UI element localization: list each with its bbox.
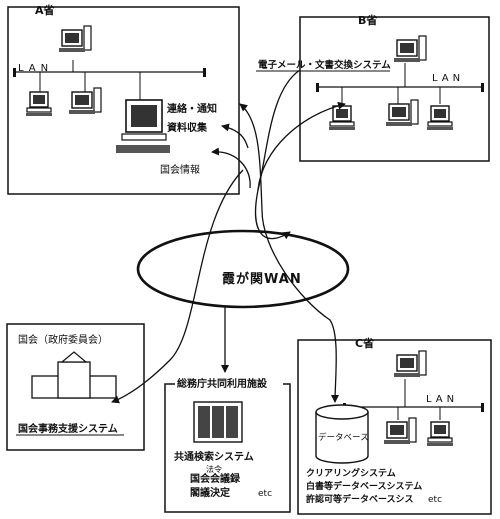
ministry-c-lan-label: LAN bbox=[426, 394, 458, 405]
ministry-c-pc-icon bbox=[426, 421, 454, 447]
ministry-a-pc-icon bbox=[25, 91, 53, 117]
ministry-a-lan-label: LAN bbox=[18, 63, 53, 74]
ministry-a-main-terminal-icon bbox=[116, 99, 170, 153]
connection-lines bbox=[111, 69, 346, 404]
diet-box: 国会（政府委員会） 国会事務支援システム bbox=[6, 323, 145, 451]
ministry-a-collect-label: 資料収集 bbox=[167, 121, 208, 134]
diet-building-icon bbox=[31, 351, 117, 399]
ministry-b-pc-icon bbox=[426, 105, 454, 131]
ministry-a-server-icon bbox=[58, 25, 92, 53]
ministry-c-pc-icon bbox=[383, 417, 417, 445]
diet-system-label: 国会事務支援システム bbox=[18, 422, 118, 435]
ministry-b-lan-label: LAN bbox=[432, 73, 464, 84]
shared-facility-etc: etc bbox=[258, 489, 272, 499]
shared-facility-system-3: 閣議決定 bbox=[190, 486, 230, 499]
ministry-c-title: C省 bbox=[355, 336, 374, 350]
shared-facility-title: 総務庁共同利用施設 bbox=[177, 377, 268, 390]
wan-label: 霞が関WAN bbox=[222, 271, 302, 287]
ministry-c-etc: etc bbox=[428, 495, 442, 505]
ministry-a-contact-label: 連絡・通知 bbox=[167, 102, 217, 115]
ministry-b-server-icon bbox=[393, 35, 427, 63]
ministry-c-server-icon bbox=[393, 350, 427, 378]
ministry-b-box: B省 電子メール・文書交換システム LAN bbox=[256, 13, 490, 162]
ministry-a-box: A省 LAN 連絡・通知 資料収集 国会情報 bbox=[7, 3, 240, 195]
shared-facility-system-0: 共通検索システム bbox=[174, 450, 254, 463]
shared-facility-system-1: 法令 bbox=[206, 464, 222, 474]
mainframe-icon bbox=[193, 401, 243, 443]
ministry-c-box: C省 LAN データベース クリアリングシステム 白書等データベースシステム 許… bbox=[297, 336, 492, 515]
ministry-a-pc-icon bbox=[68, 87, 102, 115]
ministry-b-pc-icon bbox=[328, 105, 356, 131]
ministry-b-system-label: 電子メール・文書交換システム bbox=[258, 59, 391, 71]
shared-facility-system-2: 国会会議録 bbox=[190, 472, 241, 485]
shared-facility-box: 総務庁共同利用施設 共通検索システム 法令 国会会議録 閣議決定 etc bbox=[164, 375, 291, 513]
database-icon bbox=[315, 404, 369, 464]
ministry-c-database-label: データベース bbox=[318, 432, 369, 443]
diet-title: 国会（政府委員会） bbox=[18, 333, 108, 346]
ministry-a-title: A省 bbox=[35, 3, 55, 17]
ministry-c-system-0: クリアリングシステム bbox=[306, 467, 396, 479]
ministry-b-title: B省 bbox=[358, 13, 377, 27]
ministry-c-system-1: 白書等データベースシステム bbox=[306, 480, 422, 492]
ministry-c-system-2: 許認可等データベースシス bbox=[306, 493, 414, 505]
ministry-a-diet-info-label: 国会情報 bbox=[160, 163, 200, 176]
kasumigaseki-wan bbox=[136, 229, 350, 309]
ministry-b-pc-icon bbox=[385, 99, 419, 127]
